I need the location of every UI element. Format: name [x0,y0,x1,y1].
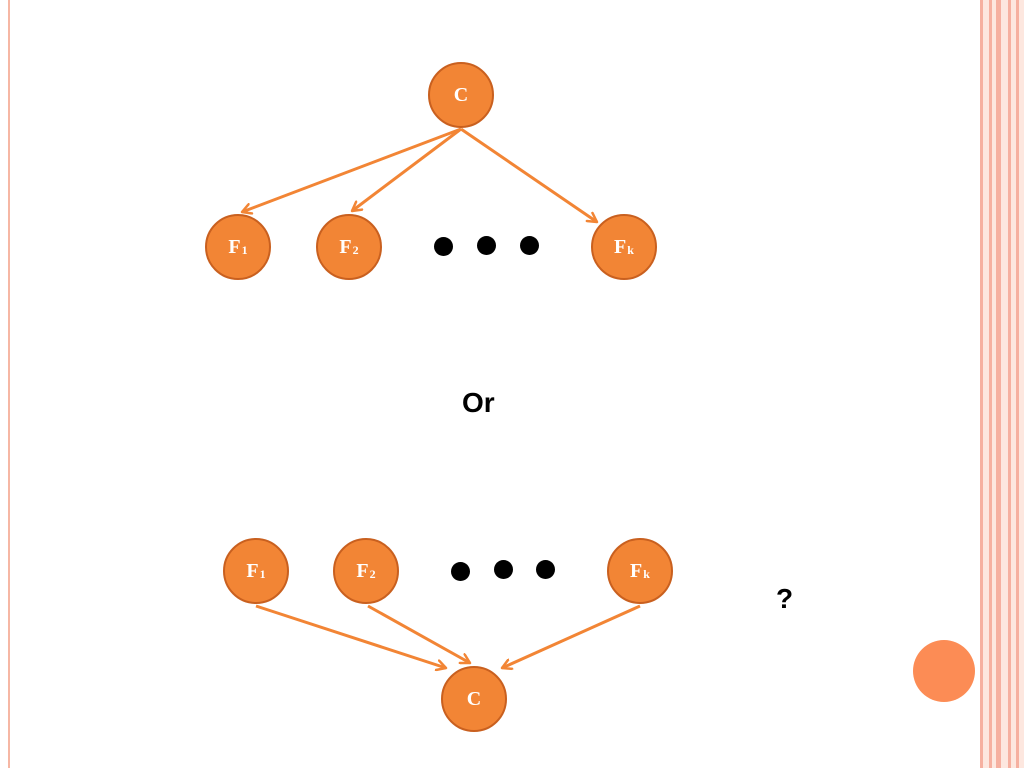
edge-c-to-f1 [242,127,462,212]
right-border-stripe [996,0,1001,768]
node-label: F [356,559,369,582]
node-subscript: 1 [259,566,266,581]
or-separator-text: Or [462,387,495,418]
node-subscript: 2 [369,566,376,581]
right-border-stripe [989,0,992,768]
node-label: F [630,559,643,582]
bottom-ellipsis-dot [535,559,555,579]
edge-fk-to-c [502,604,641,668]
edge-f2-to-c [367,604,470,665]
top-root-node-c: C [428,62,494,128]
bottom-ellipsis-dot [450,561,470,581]
node-label: F [228,235,241,258]
left-border-line [8,0,10,768]
node-label: C [466,687,482,710]
node-label: F [614,235,627,258]
bottom-sink-node-c: C [441,666,507,732]
top-ellipsis-dot [433,236,453,256]
node-subscript: k [627,242,634,257]
node-subscript: 2 [352,242,359,257]
top-ellipsis-dot [476,235,496,255]
edge-f1-to-c [255,604,446,668]
node-label: C [453,83,469,106]
right-border-stripe [1016,0,1019,768]
right-border-stripe [980,0,983,768]
edge-c-to-f2 [352,127,462,211]
top-ellipsis-dot [519,235,539,255]
node-label: F [246,559,259,582]
question-mark-text: ? [776,583,794,614]
bottom-ellipsis-dot [493,559,513,579]
node-subscript: k [643,566,650,581]
node-label: F [339,235,352,258]
decorative-circle [913,640,975,702]
right-border-stripe [1008,0,1011,768]
edge-c-to-fk [460,127,597,222]
node-subscript: 1 [241,242,248,257]
